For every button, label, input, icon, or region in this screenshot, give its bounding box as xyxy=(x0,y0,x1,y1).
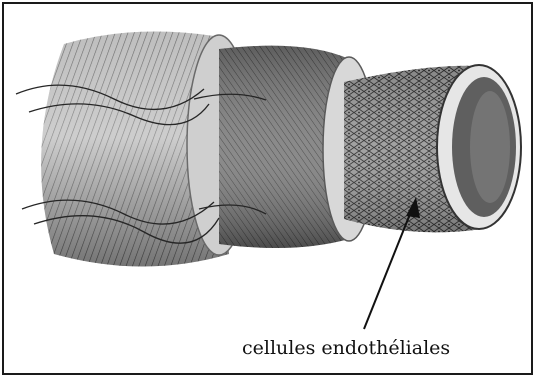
figure-frame xyxy=(2,2,533,375)
lumen-opening xyxy=(437,65,521,229)
blood-vessel-illustration xyxy=(4,4,535,377)
endothelial-cells-label: cellules endothéliales xyxy=(242,337,450,359)
